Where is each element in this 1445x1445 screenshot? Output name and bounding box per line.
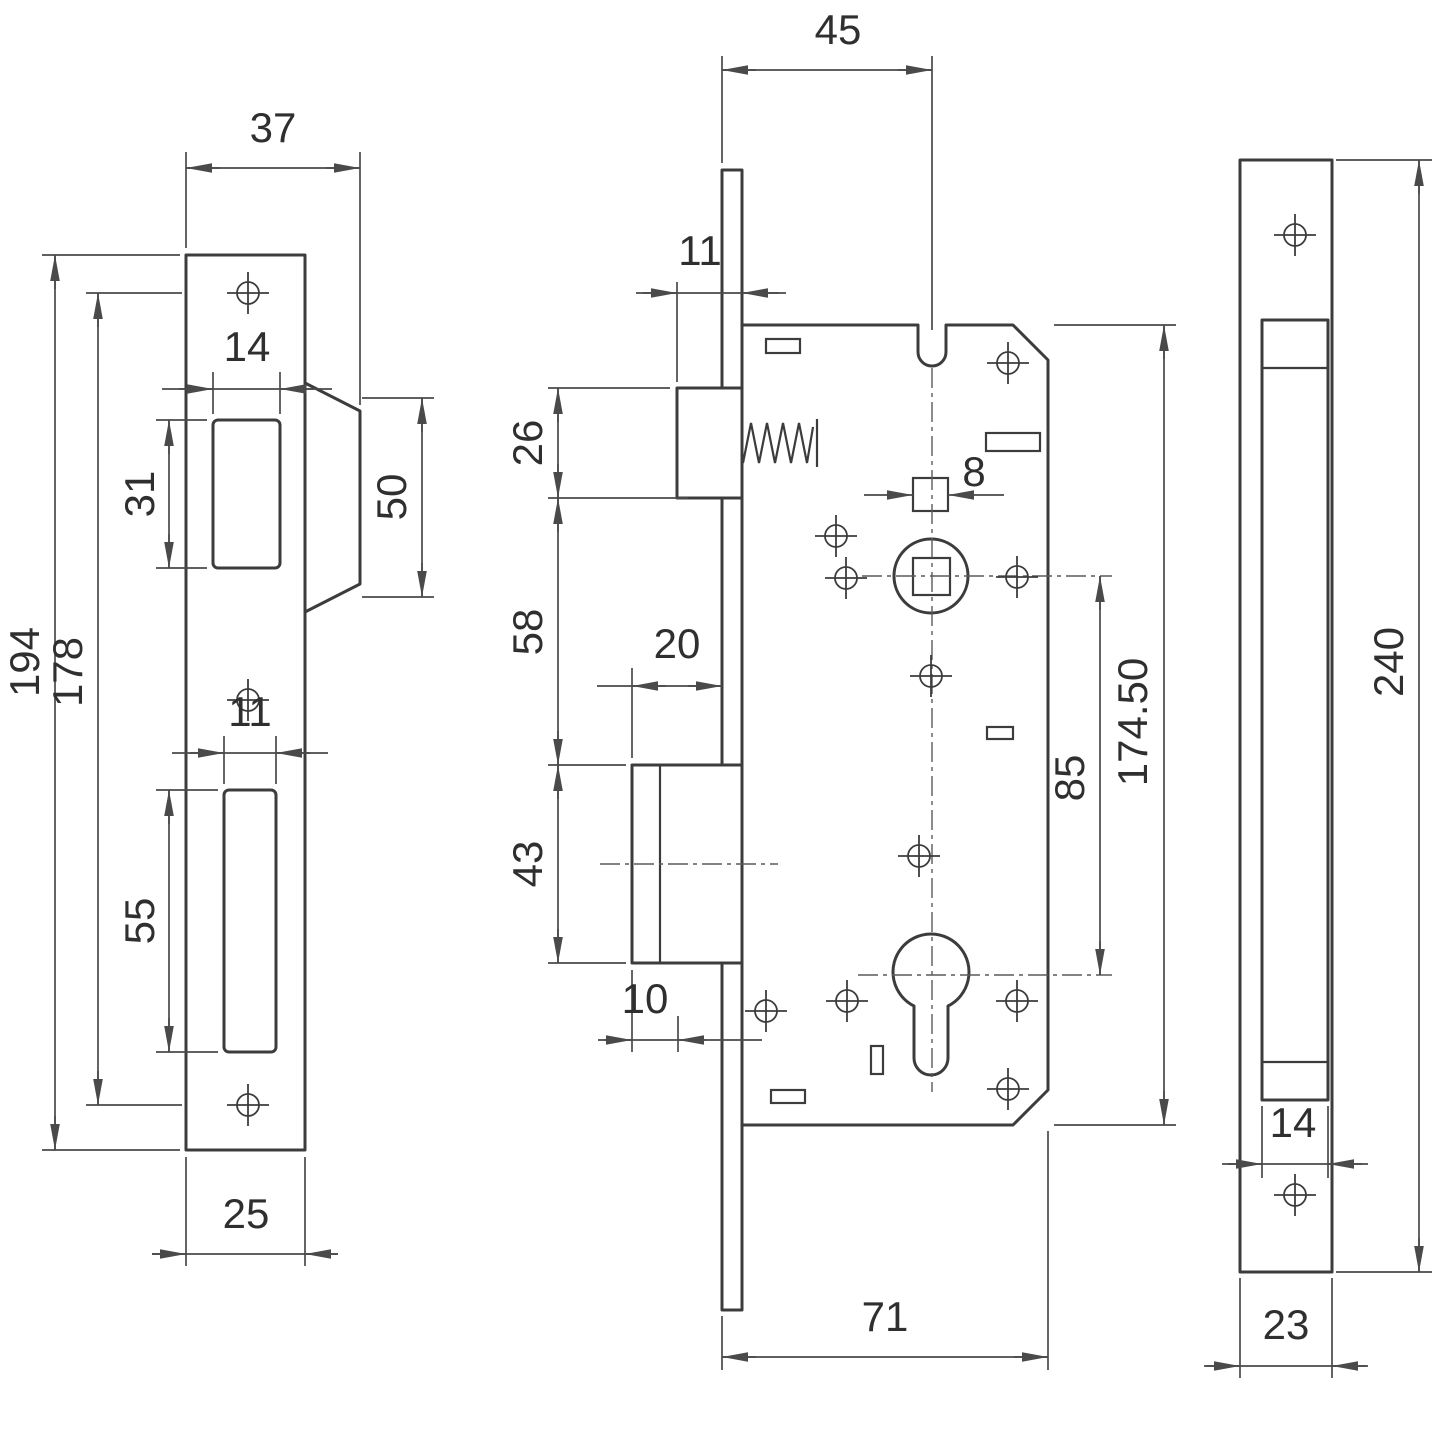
dim-latch-cutout-height: 31 [116,419,207,569]
dim-latch-height-label: 26 [504,420,551,467]
fixing-hole-icon [995,555,1039,599]
slot-hole [985,725,1015,741]
fixing-hole-icon [824,556,868,600]
dim-centre-distance: 85 [1046,576,1105,975]
dim-faceplate-height: 240 [1336,159,1432,1273]
dim-latch-to-bolt-label: 58 [504,609,551,656]
lock-case-outline [740,323,1050,1127]
dim-channel-width: 14 [1222,1099,1368,1178]
screw-hole-icon [1273,213,1317,257]
screw-hole-icon [1273,1173,1317,1217]
lock-body-view: 45 11 26 58 20 [504,6,1176,1370]
fixing-hole-icon [825,979,869,1023]
dim-lip-height-label: 50 [368,474,415,521]
dim-total-height-label: 194 [1,627,48,697]
dim-plate-width: 25 [152,1157,338,1266]
dim-latch-projection: 11 [636,227,786,382]
dim-bolt-throw: 10 [598,970,762,1052]
dim-bolt-cutout-height: 55 [116,789,218,1053]
screw-hole-icon [226,271,270,315]
strike-plate-view: 37 14 31 50 [1,104,434,1266]
dim-total-height: 194 [1,254,180,1151]
dim-bolt-height-label: 43 [504,841,551,888]
dim-backset-label: 45 [815,6,862,53]
dim-hole-spacing-label: 178 [44,637,91,707]
dim-bolt-height: 43 [504,764,626,964]
fixing-hole-icon [986,1067,1030,1111]
fixing-hole-icon [744,989,788,1033]
dim-spindle-square-label: 8 [962,448,985,495]
latch-bolt [675,386,744,500]
dim-bolt-cutout-width: 11 [172,688,328,784]
strike-plate-lip [304,381,362,614]
dim-faceplate-width: 23 [1204,1278,1368,1378]
dim-latch-height: 26 [504,387,688,499]
dim-lip-height: 50 [362,397,434,598]
dim-spindle-square: 8 [864,448,1004,500]
stop-square-hole [911,476,950,513]
faceplate-view: 240 14 23 [1204,158,1432,1378]
dim-body-depth-label: 71 [862,1293,909,1340]
fixing-hole-icon [909,654,953,698]
dim-overall-width-label: 37 [250,104,297,151]
dim-channel-width-label: 14 [1270,1099,1317,1146]
dim-plate-width-label: 25 [223,1190,270,1237]
slot-hole [869,1044,885,1076]
dim-faceplate-width-label: 23 [1263,1301,1310,1348]
dim-bolt-throw-label: 10 [622,975,669,1022]
dim-latch-cutout-width: 14 [162,323,332,414]
slot-hole [764,337,802,355]
dim-body-depth: 71 [721,1131,1049,1370]
screw-hole-icon [226,1083,270,1127]
dim-body-height-label: 174.50 [1109,658,1156,786]
fixing-hole-icon [814,514,858,558]
dim-bolt-cutout-height-label: 55 [116,898,163,945]
dim-faceplate-height-label: 240 [1365,627,1412,697]
strike-plate-outline [184,253,307,1152]
dim-bolt-cutout-width-label: 11 [228,688,272,735]
latch-spring [741,422,815,464]
dim-latch-cutout-width-label: 14 [224,323,271,370]
dim-latch-to-bolt: 58 [504,498,563,765]
dim-overall-width: 37 [185,104,361,405]
faceplate-outline [1238,158,1334,1274]
slot-hole [984,431,1042,453]
bolt-cutout [222,788,278,1054]
faceplate-side-outline [720,168,744,1312]
dim-backset: 45 [721,6,933,330]
latch-cutout [211,418,282,570]
dim-latch-projection-label: 11 [678,227,722,274]
slot-hole [769,1088,807,1105]
dim-bolt-projection-label: 20 [654,620,701,667]
fixing-hole-icon [995,979,1039,1023]
dim-body-height: 174.50 [1054,324,1176,1126]
dim-latch-cutout-height-label: 31 [116,471,163,518]
faceplate-channel [1260,318,1330,1102]
dim-centre-distance-label: 85 [1046,755,1093,802]
dim-bolt-projection: 20 [597,620,722,758]
fixing-hole-icon [897,834,941,878]
fixing-hole-icon [986,341,1030,385]
euro-cylinder-hole [891,932,971,1077]
dim-hole-spacing: 178 [44,292,182,1106]
